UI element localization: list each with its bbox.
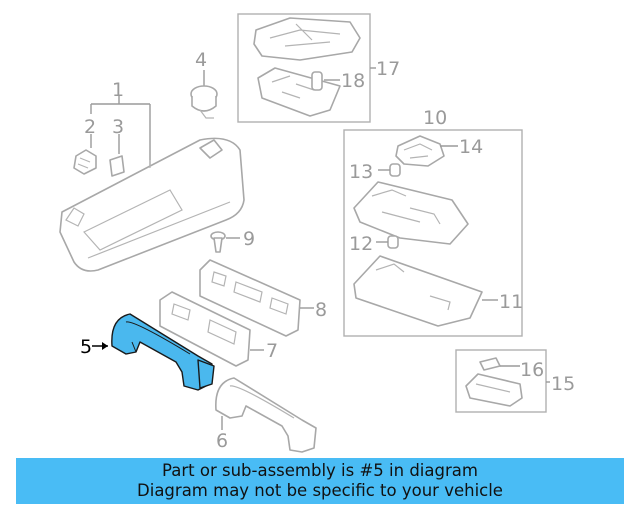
part-4 bbox=[190, 70, 218, 119]
part-11-lens bbox=[353, 255, 483, 327]
part-2-clip bbox=[73, 149, 97, 175]
callout-10[interactable]: 10 bbox=[423, 107, 447, 129]
part-9-screw bbox=[210, 231, 240, 253]
part-5-grab-handle[interactable] bbox=[92, 313, 215, 391]
part-12-bulb bbox=[387, 235, 399, 249]
part-15-group bbox=[455, 349, 550, 413]
part-7-body bbox=[159, 291, 251, 367]
part-8-bracket bbox=[199, 259, 314, 337]
callout-13[interactable]: 13 bbox=[349, 161, 373, 183]
part-16-bulb bbox=[479, 357, 501, 371]
part-1-leaders bbox=[90, 96, 151, 168]
callout-12[interactable]: 12 bbox=[349, 233, 373, 255]
callout-4[interactable]: 4 bbox=[195, 49, 207, 71]
callout-17[interactable]: 17 bbox=[376, 58, 400, 80]
callout-18[interactable]: 18 bbox=[341, 70, 365, 92]
part-5-body[interactable] bbox=[111, 313, 213, 391]
part-1-sun-visor bbox=[59, 137, 245, 272]
callout-8[interactable]: 8 bbox=[315, 299, 327, 321]
part-18-bulb bbox=[311, 71, 323, 91]
callout-15[interactable]: 15 bbox=[551, 373, 575, 395]
part-10-console bbox=[353, 181, 469, 245]
part-15-box bbox=[455, 349, 547, 413]
part-10-group bbox=[343, 129, 523, 337]
banner-line-2: Diagram may not be specific to your vehi… bbox=[137, 481, 503, 500]
callout-11[interactable]: 11 bbox=[499, 291, 523, 313]
part-17-lens bbox=[257, 67, 341, 117]
callout-2[interactable]: 2 bbox=[84, 116, 96, 138]
part-17-group bbox=[237, 13, 376, 123]
callout-5[interactable]: 5 bbox=[80, 336, 92, 358]
callout-9[interactable]: 9 bbox=[243, 228, 255, 250]
callout-14[interactable]: 14 bbox=[459, 136, 483, 158]
part-3-clip bbox=[109, 155, 125, 177]
banner-line-1: Part or sub-assembly is #5 in diagram bbox=[162, 461, 478, 480]
part-7-bracket bbox=[159, 291, 264, 367]
part-6-body bbox=[215, 377, 317, 453]
callout-6[interactable]: 6 bbox=[216, 430, 228, 452]
parts-diagram: 18 17 4 1 2 3 9 bbox=[59, 13, 575, 453]
part-14-switch bbox=[395, 135, 445, 167]
part-10-box bbox=[343, 129, 523, 337]
callout-3[interactable]: 3 bbox=[112, 116, 124, 138]
callout-1[interactable]: 1 bbox=[112, 79, 124, 101]
info-banner: Part or sub-assembly is #5 in diagram Di… bbox=[16, 458, 624, 504]
part-13-bulb bbox=[389, 163, 401, 177]
part-6-grab-handle bbox=[215, 377, 317, 453]
part-17-housing bbox=[253, 17, 361, 61]
part-15-lamp bbox=[465, 373, 523, 407]
callout-16[interactable]: 16 bbox=[520, 359, 544, 381]
part-1-visor-body bbox=[59, 137, 245, 272]
callout-7[interactable]: 7 bbox=[266, 340, 278, 362]
